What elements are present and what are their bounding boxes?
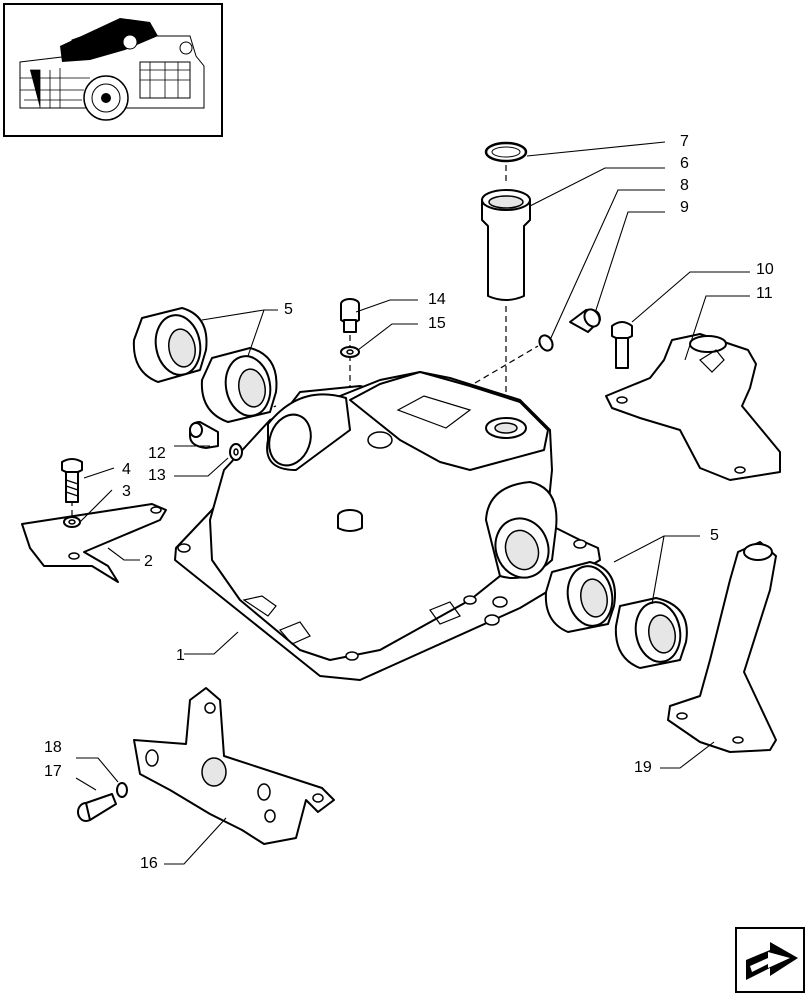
bolt-part-4: [61, 458, 83, 503]
bracket-part-19: [667, 541, 777, 753]
part-label-7: 7: [680, 133, 689, 150]
bolt-part-12: [189, 421, 219, 449]
washer-part-3: [63, 516, 81, 528]
bracket-plate-part: [21, 503, 167, 583]
bolt-part-10: [611, 321, 633, 369]
part-label-8: 8: [680, 177, 689, 194]
leader-lines: [75, 141, 750, 865]
tractor-location-thumbnail-icon: [3, 3, 223, 137]
washer-part-15: [340, 346, 360, 358]
part-label-4: 4: [122, 461, 131, 478]
washer-part-18: [116, 782, 128, 798]
part-label-11: 11: [756, 285, 773, 302]
bracket-part-11: [605, 333, 781, 481]
part-label-1: 1: [176, 647, 185, 664]
washer-part-13: [229, 443, 243, 461]
part-label-2: 2: [144, 553, 153, 570]
bolt-part-17: [77, 793, 117, 822]
o-ring-part: [484, 141, 528, 163]
roller-part-lower: [544, 561, 688, 669]
part-label-10: 10: [756, 261, 774, 278]
screw-part-14: [340, 298, 360, 333]
part-label-12: 12: [148, 445, 166, 462]
part-label-16: 16: [140, 855, 158, 872]
part-label-3: 3: [122, 483, 131, 500]
sleeve-part: [481, 189, 531, 301]
part-label-17: 17: [44, 763, 62, 780]
lift-housing-part: [174, 371, 601, 681]
screw-part-9: [569, 308, 601, 333]
next-page-arrow-icon[interactable]: [735, 927, 805, 993]
part-label-14: 14: [428, 291, 446, 308]
part-label-5-upper: 5: [284, 301, 293, 318]
part-label-6: 6: [680, 155, 689, 172]
part-label-9: 9: [680, 199, 689, 216]
part-label-19: 19: [634, 759, 652, 776]
roller-part-upper: [132, 307, 278, 423]
part-label-5-lower: 5: [710, 527, 719, 544]
bracket-plate-part-16: [133, 687, 335, 845]
part-label-15: 15: [428, 315, 446, 332]
part-label-18: 18: [44, 739, 62, 756]
part-labels: 7 6 8 9 10 11 5 14 15 12 13 4 3 2 1 5 18…: [44, 133, 774, 872]
washer-part-8: [538, 334, 554, 352]
part-label-13: 13: [148, 467, 166, 484]
